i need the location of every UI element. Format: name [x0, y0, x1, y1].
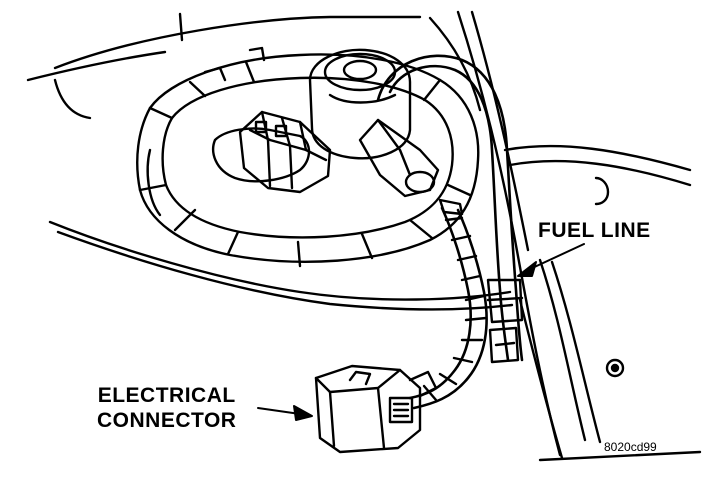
electrical-connector-label-line2: CONNECTOR — [97, 409, 237, 432]
callout-arrows — [257, 243, 585, 421]
electrical-connector-label: ELECTRICAL CONNECTOR — [97, 383, 236, 433]
harness-electrical-connector — [314, 364, 438, 454]
figure-code: 8020cd99 — [604, 440, 657, 454]
module-electrical-socket — [238, 110, 332, 194]
fuel-line-label: FUEL LINE — [538, 219, 651, 242]
floor-panel — [26, 12, 514, 311]
electrical-connector-label-line1: ELECTRICAL — [97, 384, 236, 407]
fuel-line-tube — [358, 54, 524, 364]
body-side-panel — [456, 10, 702, 462]
pump-lock-ring — [136, 46, 480, 268]
wiring-harness — [408, 198, 488, 410]
